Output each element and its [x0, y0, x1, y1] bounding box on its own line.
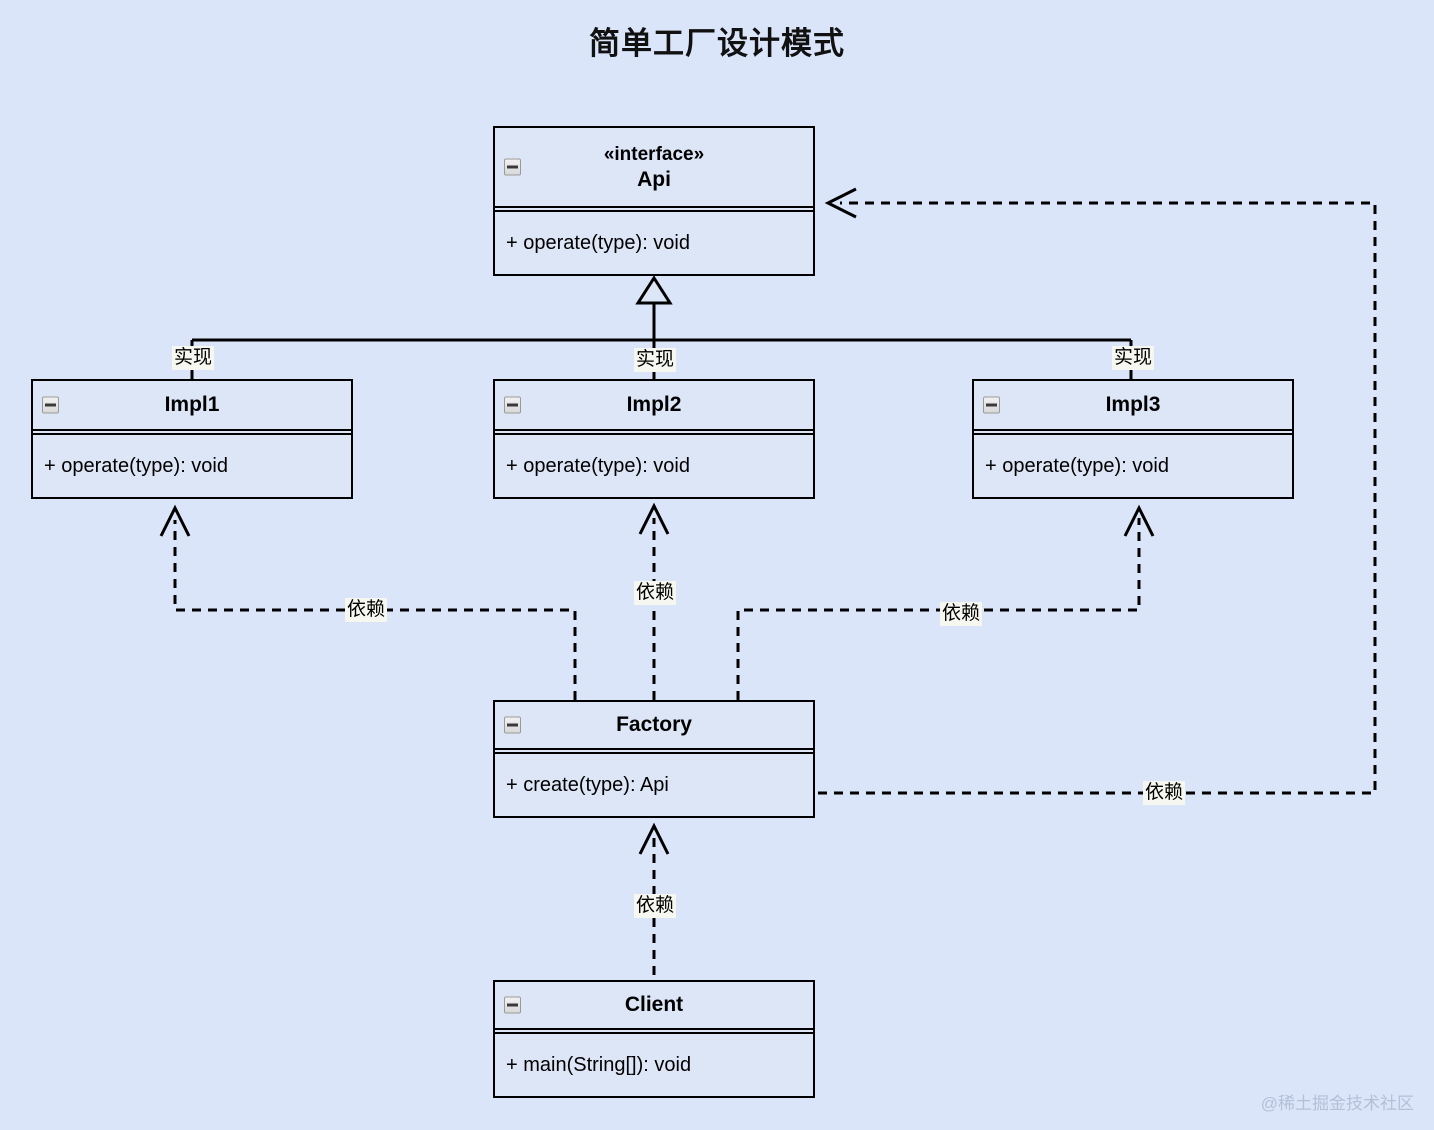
- edge-label-factory-impl3: 依赖: [939, 602, 983, 626]
- class-operations-impl2: + operate(type): void: [495, 435, 813, 497]
- operation-row: + operate(type): void: [44, 454, 228, 477]
- class-name-factory: Factory: [616, 713, 692, 736]
- class-name-impl3: Impl3: [1105, 393, 1161, 416]
- class-name-api: Api: [637, 167, 671, 191]
- operation-row: + operate(type): void: [506, 454, 690, 477]
- edge-label-impl1-api: 实现: [171, 346, 215, 370]
- class-header-client: Client: [495, 982, 813, 1030]
- edge-label-factory-api: 依赖: [1142, 781, 1186, 805]
- watermark: @稀土掘金技术社区: [1260, 1094, 1414, 1113]
- edge-label-client-factory: 依赖: [633, 894, 677, 918]
- class-header-impl3: Impl3: [974, 381, 1292, 431]
- collapse-minus-icon[interactable]: [504, 716, 521, 734]
- class-separator-impl2: [495, 431, 813, 435]
- class-operations-client: + main(String[]): void: [495, 1034, 813, 1096]
- class-box-impl3[interactable]: Impl3 + operate(type): void: [972, 379, 1294, 499]
- realization-arrowhead: [635, 275, 673, 305]
- collapse-minus-icon[interactable]: [983, 396, 1000, 414]
- page-title: 简单工厂设计模式: [589, 26, 845, 61]
- edge-factory-impl3: [736, 518, 1141, 700]
- arrow-api: [824, 187, 857, 219]
- class-operations-api: + operate(type): void: [495, 212, 813, 274]
- edge-label-impl2-api: 实现: [633, 348, 677, 372]
- class-box-impl1[interactable]: Impl1 + operate(type): void: [31, 379, 353, 499]
- class-box-impl2[interactable]: Impl2 + operate(type): void: [493, 379, 815, 499]
- edge-label-factory-impl2: 依赖: [633, 581, 677, 605]
- class-separator-impl1: [33, 431, 351, 435]
- collapse-minus-icon[interactable]: [504, 996, 521, 1014]
- class-separator-factory: [495, 750, 813, 754]
- class-separator-impl3: [974, 431, 1292, 435]
- arrow-impl1: [159, 504, 191, 537]
- arrow-factory: [638, 822, 670, 855]
- class-box-client[interactable]: Client + main(String[]): void: [493, 980, 815, 1098]
- class-name-client: Client: [624, 993, 684, 1016]
- operation-row: + operate(type): void: [506, 231, 690, 254]
- class-separator-client: [495, 1030, 813, 1034]
- arrow-impl2: [638, 502, 670, 535]
- dependency-edges: [173, 201, 1377, 975]
- class-box-factory[interactable]: Factory + create(type): Api: [493, 700, 815, 818]
- collapse-minus-icon[interactable]: [504, 396, 521, 414]
- class-operations-impl3: + operate(type): void: [974, 435, 1292, 497]
- edge-label-factory-impl1: 依赖: [344, 598, 388, 622]
- edge-label-impl3-api: 实现: [1111, 346, 1155, 370]
- class-operations-impl1: + operate(type): void: [33, 435, 351, 497]
- class-name-impl2: Impl2: [626, 393, 682, 416]
- class-header-api: «interface» Api: [495, 128, 813, 208]
- class-header-impl2: Impl2: [495, 381, 813, 431]
- arrow-impl3: [1123, 504, 1155, 537]
- operation-row: + create(type): Api: [506, 773, 669, 796]
- operation-row: + main(String[]): void: [506, 1053, 692, 1076]
- operation-row: + operate(type): void: [985, 454, 1169, 477]
- class-header-impl1: Impl1: [33, 381, 351, 431]
- class-box-api[interactable]: «interface» Api + operate(type): void: [493, 126, 815, 276]
- class-separator-api: [495, 208, 813, 212]
- class-name-impl1: Impl1: [164, 393, 220, 416]
- collapse-minus-icon[interactable]: [42, 396, 59, 414]
- class-operations-factory: + create(type): Api: [495, 754, 813, 816]
- collapse-minus-icon[interactable]: [504, 158, 521, 176]
- class-stereotype-api: «interface»: [603, 143, 705, 165]
- class-header-factory: Factory: [495, 702, 813, 750]
